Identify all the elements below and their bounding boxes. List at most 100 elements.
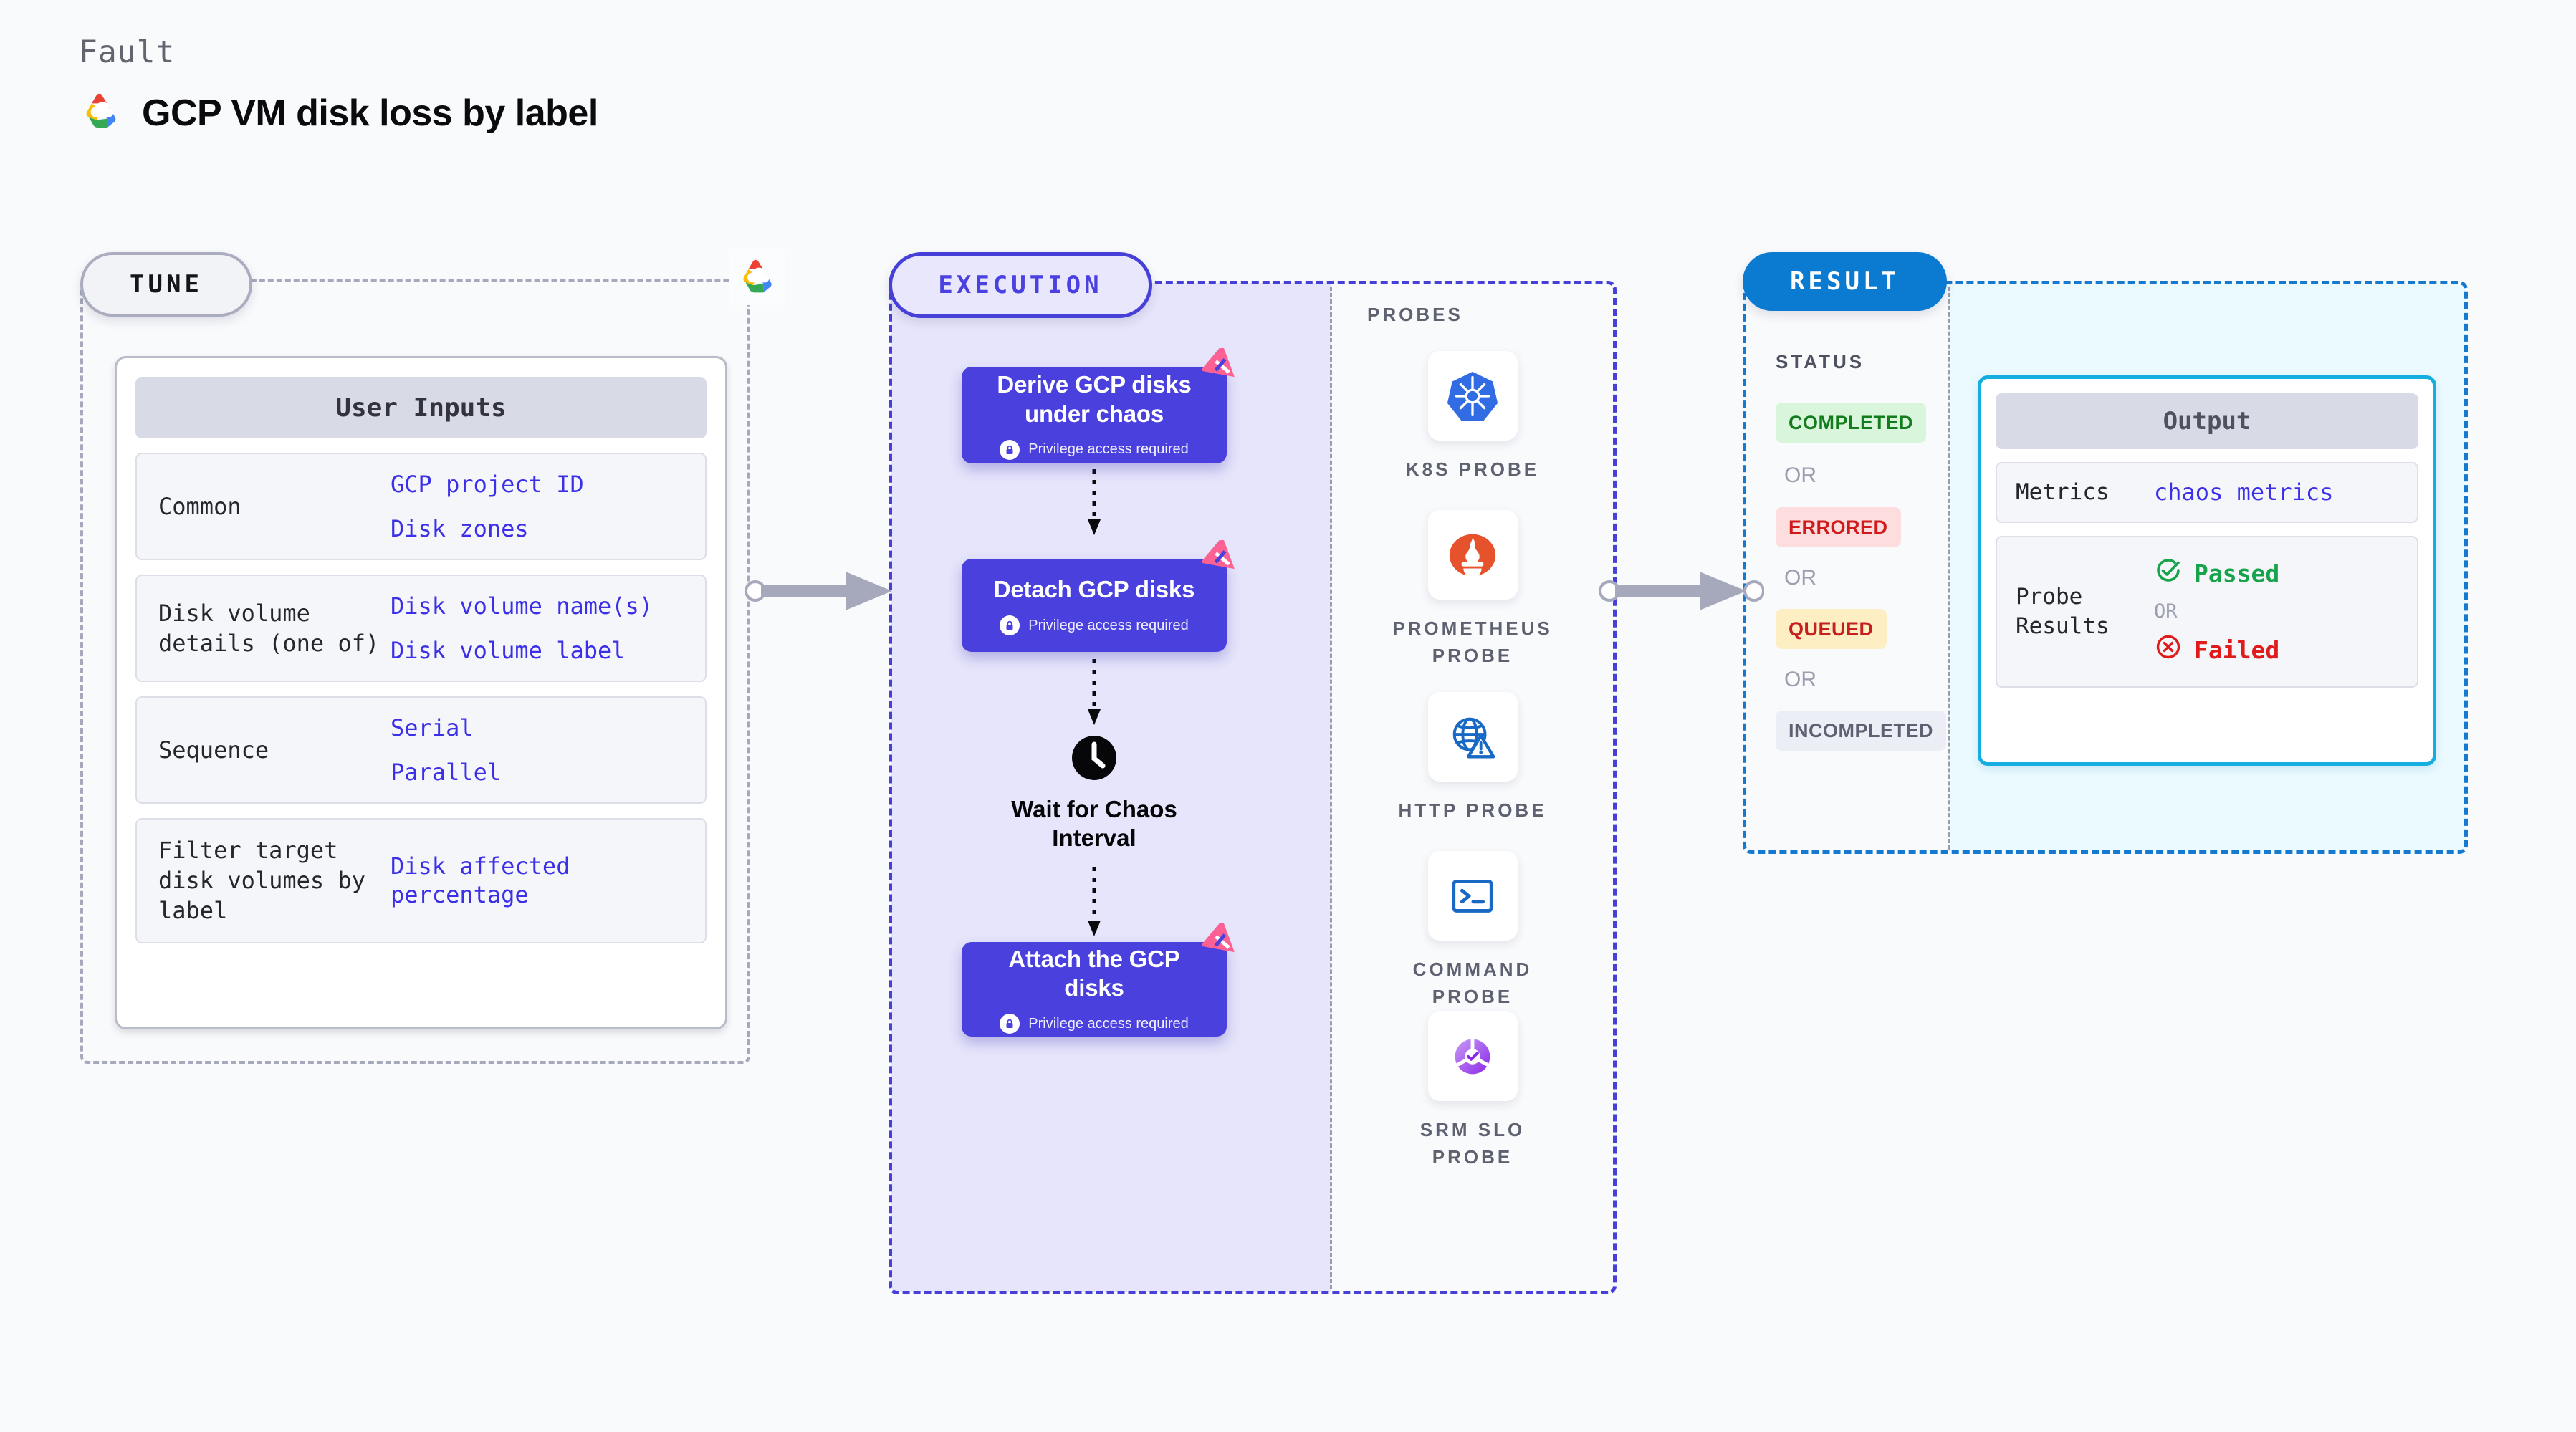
input-value[interactable]: Disk volume label xyxy=(391,637,626,664)
execution-node-derive-gcp-disks[interactable]: Derive GCP disks under chaos Privilege a… xyxy=(962,344,1235,463)
input-row-values: Disk affected percentage xyxy=(391,852,702,909)
privilege-note: Privilege access required xyxy=(1000,439,1189,460)
probes-divider xyxy=(1330,287,1332,1289)
input-row-key: Sequence xyxy=(158,736,269,764)
input-row-sequence: Sequence Serial Parallel xyxy=(135,696,707,804)
execution-node-title: Detach GCP disks xyxy=(993,575,1195,602)
input-row-common: Common GCP project ID Disk zones xyxy=(135,453,707,560)
input-value[interactable]: GCP project ID xyxy=(391,471,584,498)
page-title: GCP VM disk loss by label xyxy=(142,92,598,134)
output-row-key: Metrics xyxy=(2016,479,2110,505)
output-row-metrics: Metrics chaos metrics xyxy=(1996,462,2418,523)
terminal-icon xyxy=(1427,851,1518,941)
clock-icon xyxy=(1071,734,1118,785)
input-row-values: Disk volume name(s) Disk volume label xyxy=(391,592,702,665)
output-row-key: Probe Results xyxy=(2016,584,2110,640)
input-value[interactable]: Serial xyxy=(391,714,474,741)
wait-for-chaos-interval: Wait for Chaos Interval xyxy=(994,734,1194,853)
output-row-probe-results: Probe Results Passed OR xyxy=(1996,535,2418,688)
metrics-value[interactable]: chaos metrics xyxy=(2154,479,2334,506)
status-text: ERRORED xyxy=(1789,516,1888,538)
status-badge-incompleted: INCOMPLETED xyxy=(1776,711,1947,751)
flow-arrow-3 xyxy=(1088,867,1101,936)
privilege-note-label: Privilege access required xyxy=(1028,1015,1189,1032)
probes-section-label: PROBES xyxy=(1367,304,1463,325)
status-text: INCOMPLETED xyxy=(1789,719,1934,741)
probe-prometheus[interactable]: PROMETHEUS PROBE xyxy=(1383,510,1562,669)
status-label: STATUS xyxy=(1776,351,1865,373)
execution-panel xyxy=(889,281,1617,1294)
status-text: COMPLETED xyxy=(1789,411,1914,433)
input-row-disk-volume-details: Disk volume details (one of) Disk volume… xyxy=(135,575,707,682)
prometheus-icon xyxy=(1427,510,1518,600)
x-circle-icon xyxy=(2154,633,2183,668)
probe-label: K8S PROBE xyxy=(1405,458,1540,480)
page-eyebrow: Fault xyxy=(79,34,176,70)
tune-provider-icon xyxy=(729,249,785,305)
lock-icon xyxy=(1000,1014,1020,1034)
litmus-logo-icon xyxy=(1200,919,1242,964)
srm-slo-icon xyxy=(1427,1011,1518,1101)
probe-result-failed: Failed xyxy=(2154,633,2414,668)
tune-pill: TUNE xyxy=(80,252,252,317)
output-title: Output xyxy=(1996,393,2418,449)
flow-arrow-2 xyxy=(1088,659,1101,725)
litmus-logo-icon xyxy=(1200,344,1242,389)
lock-icon xyxy=(1000,439,1020,460)
privilege-note-label: Privilege access required xyxy=(1028,441,1189,458)
execution-node-title: Derive GCP disks under chaos xyxy=(997,371,1192,427)
failed-label: Failed xyxy=(2194,635,2280,664)
status-or-1: OR xyxy=(1784,463,1816,487)
result-pill: RESULT xyxy=(1743,252,1947,311)
status-or-3: OR xyxy=(1784,668,1816,691)
gcp-cloud-icon xyxy=(79,92,123,135)
input-row-values: GCP project ID Disk zones xyxy=(391,470,702,543)
wait-label: Wait for Chaos Interval xyxy=(1011,796,1177,852)
output-row-values: Passed OR Failed xyxy=(2154,556,2414,668)
probe-label: PROMETHEUS PROBE xyxy=(1392,618,1553,666)
input-row-values: Serial Parallel xyxy=(391,713,702,787)
flow-arrow-1 xyxy=(1088,469,1101,535)
input-value[interactable]: Disk zones xyxy=(391,515,529,542)
check-circle-icon xyxy=(2154,556,2183,591)
execution-node-attach-gcp-disks[interactable]: Attach the GCP disks Privilege access re… xyxy=(962,919,1235,1037)
status-badge-errored: ERRORED xyxy=(1776,507,1901,547)
page-title-row: GCP VM disk loss by label xyxy=(79,92,598,135)
user-inputs-title: User Inputs xyxy=(135,377,707,438)
status-text: QUEUED xyxy=(1789,618,1874,640)
input-value[interactable]: Disk volume name(s) xyxy=(391,592,653,620)
status-badge-queued: QUEUED xyxy=(1776,609,1887,649)
probe-label: SRM SLO PROBE xyxy=(1419,1119,1526,1168)
connector-tune-to-execution xyxy=(745,572,892,610)
input-row-key: Filter target disk volumes by label xyxy=(158,837,365,925)
input-row-filter-target: Filter target disk volumes by label Disk… xyxy=(135,818,707,943)
probe-command[interactable]: COMMAND PROBE xyxy=(1383,851,1562,1010)
user-inputs-card: User Inputs Common GCP project ID Disk z… xyxy=(115,356,727,1029)
passed-label: Passed xyxy=(2194,559,2280,587)
privilege-note: Privilege access required xyxy=(1000,615,1189,636)
probe-k8s[interactable]: K8S PROBE xyxy=(1383,351,1562,484)
status-or-2: OR xyxy=(1784,566,1816,590)
tune-panel xyxy=(80,279,750,1064)
probe-result-or: OR xyxy=(2154,600,2178,623)
input-value[interactable]: Parallel xyxy=(391,759,502,786)
input-row-key: Disk volume details (one of) xyxy=(158,599,380,657)
probe-result-passed: Passed xyxy=(2154,556,2414,591)
privilege-note: Privilege access required xyxy=(1000,1014,1189,1034)
result-divider xyxy=(1948,287,1950,850)
input-value[interactable]: Disk affected percentage xyxy=(391,852,570,909)
globe-warning-icon xyxy=(1427,692,1518,782)
result-panel xyxy=(1743,281,2468,854)
output-row-values: chaos metrics xyxy=(2154,478,2414,506)
litmus-logo-icon xyxy=(1200,536,1242,581)
probe-label: COMMAND PROBE xyxy=(1412,958,1533,1007)
privilege-note-label: Privilege access required xyxy=(1028,617,1189,633)
execution-node-detach-gcp-disks[interactable]: Detach GCP disks Privilege access requir… xyxy=(962,536,1235,652)
output-card: Output Metrics chaos metrics Probe Resul… xyxy=(1978,375,2436,766)
probe-http[interactable]: HTTP PROBE xyxy=(1383,692,1562,825)
input-row-key: Common xyxy=(158,492,241,520)
probe-label: HTTP PROBE xyxy=(1398,799,1547,821)
connector-execution-to-result xyxy=(1599,572,1764,610)
probe-srm-slo[interactable]: SRM SLO PROBE xyxy=(1383,1011,1562,1171)
execution-node-title: Attach the GCP disks xyxy=(1008,945,1180,1001)
